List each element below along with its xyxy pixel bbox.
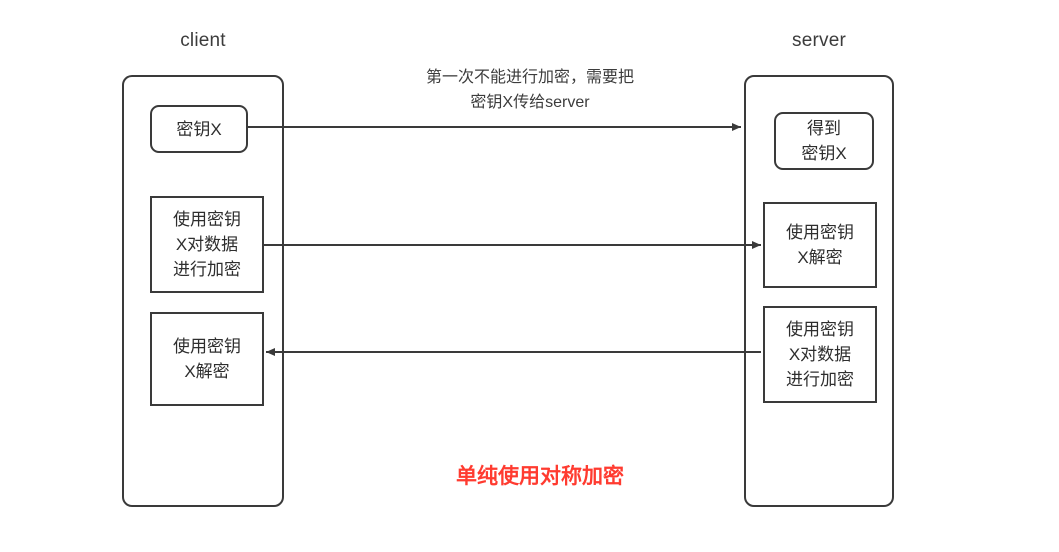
node-server-got-key-line-2: 密钥X (801, 144, 847, 163)
node-server-encrypt-line-2: X对数据 (788, 345, 852, 364)
node-server-decrypt: 使用密钥 X解密 (763, 202, 877, 288)
lane-label-server: server (792, 30, 846, 51)
lane-label-client: client (180, 30, 226, 51)
node-client-encrypt-line-2: X对数据 (175, 235, 239, 254)
node-server-encrypt-line-1: 使用密钥 (786, 320, 854, 339)
summary-caption: 单纯使用对称加密 (456, 465, 624, 488)
node-client-decrypt-line-2: X解密 (184, 362, 230, 381)
node-client-key-line-1: 密钥X (176, 119, 222, 139)
node-client-decrypt: 使用密钥 X解密 (150, 312, 264, 406)
edge-label-send-key-line-2: 密钥X传给server (470, 94, 590, 111)
edge-label-send-key: 第一次不能进行加密，需要把 密钥X传给server (380, 65, 680, 115)
node-server-encrypt: 使用密钥 X对数据 进行加密 (763, 306, 877, 403)
node-client-key: 密钥X (150, 105, 248, 153)
node-server-got-key-line-1: 得到 (807, 119, 841, 138)
node-server-decrypt-line-2: X解密 (797, 248, 843, 267)
node-server-got-key: 得到 密钥X (774, 112, 874, 170)
node-client-encrypt: 使用密钥 X对数据 进行加密 (150, 196, 264, 293)
node-client-encrypt-line-3: 进行加密 (173, 260, 241, 279)
edge-label-send-key-line-1: 第一次不能进行加密，需要把 (425, 69, 634, 86)
node-client-encrypt-line-1: 使用密钥 (173, 210, 241, 229)
node-server-encrypt-line-3: 进行加密 (786, 370, 854, 389)
node-server-decrypt-line-1: 使用密钥 (786, 223, 854, 242)
node-client-decrypt-line-1: 使用密钥 (173, 337, 241, 356)
